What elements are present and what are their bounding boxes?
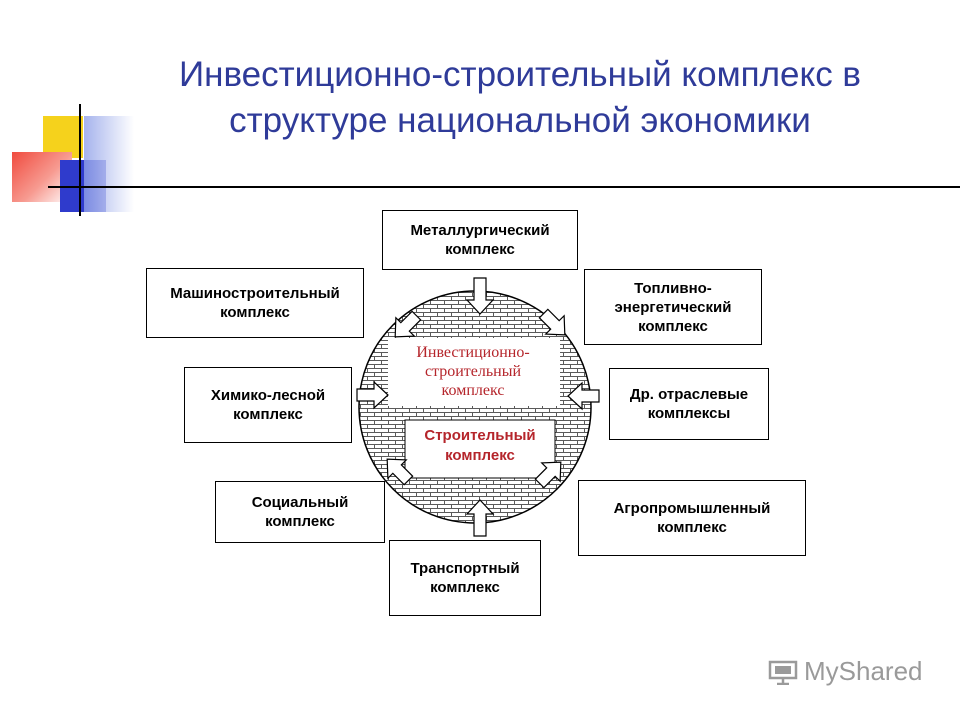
box-label: Химико-лесной комплекс [210, 387, 326, 423]
box-metallurgy: Металлургический комплекс [382, 210, 578, 270]
box-label: Социальный комплекс [251, 494, 349, 530]
inner-box-label: Строительный комплекс [424, 427, 536, 464]
corner-decoration [0, 0, 960, 230]
box-machine-building: Машиностроительный комплекс [146, 268, 364, 338]
box-label: Топливно-энергетический комплекс [614, 279, 732, 335]
arrow-top-left [394, 310, 422, 338]
vertical-line [79, 104, 81, 216]
arrow-bottom-right [534, 461, 562, 489]
blue-fade [84, 116, 134, 212]
arrow-top [465, 277, 495, 315]
inner-box-frame [404, 419, 556, 479]
box-agro-industrial: Агропромышленный комплекс [578, 480, 806, 556]
box-label: Машиностроительный комплекс [170, 285, 340, 321]
horizontal-rule [48, 186, 960, 188]
arrow-top-right [538, 308, 566, 336]
arrow-bottom-left [386, 458, 414, 486]
center-label-area [388, 338, 560, 406]
page-title: Инвестиционно-строительный комплекс в ст… [178, 55, 862, 140]
box-label: Др. отраслевые комплексы [629, 386, 749, 422]
presentation-board-icon [768, 660, 798, 685]
box-label: Транспортный комплекс [410, 560, 520, 596]
box-chemical-forest: Химико-лесной комплекс [184, 367, 352, 443]
brand-watermark: MyShared [768, 656, 923, 687]
arrow-bottom [465, 499, 495, 537]
box-social: Социальный комплекс [215, 481, 385, 543]
box-other-sectors: Др. отраслевые комплексы [609, 368, 769, 440]
center-label: Инвестиционно-строительный комплекс [416, 344, 530, 399]
box-fuel-energy: Топливно-энергетический комплекс [584, 269, 762, 345]
arrow-left [356, 380, 389, 410]
box-transport: Транспортный комплекс [389, 540, 541, 616]
arrow-right [567, 381, 600, 411]
box-label: Металлургический комплекс [410, 222, 550, 258]
box-label: Агропромышленный комплекс [613, 500, 771, 536]
yellow-square [43, 116, 83, 158]
brand-name: MyShared [804, 656, 923, 686]
